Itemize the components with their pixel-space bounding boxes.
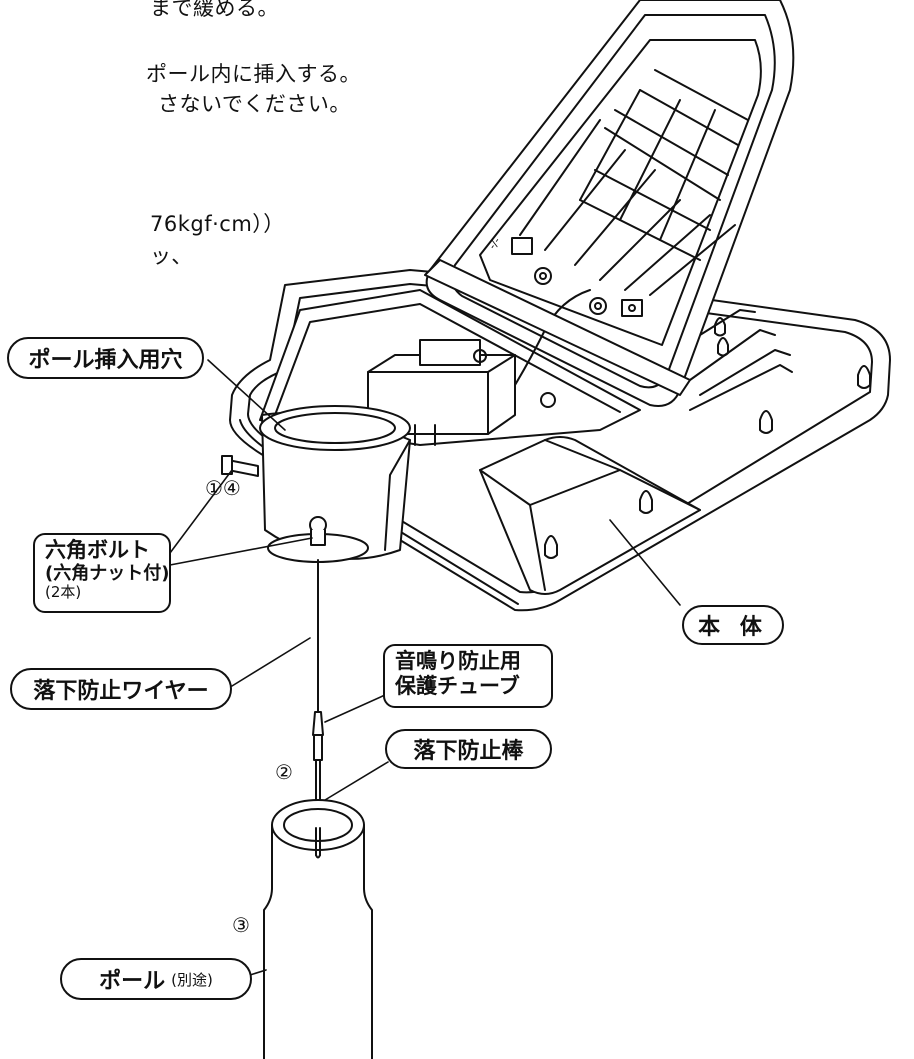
tube-line-2: 保護チューブ [395, 674, 520, 699]
pole-label-main: ポール [99, 969, 166, 994]
instruction-line-3: さないでください。 [158, 92, 351, 116]
hex-bolt-line-1: 六角ボルト [45, 538, 150, 562]
step-3-marker: ③ [232, 913, 250, 937]
hex-bolt-line-3: (2本) [45, 582, 82, 601]
pole-drawing [263, 799, 373, 1059]
instruction-line-5: ッ、 [150, 244, 193, 268]
instruction-line-1: まで緩める。 [150, 0, 279, 20]
pole-label: ポール (別途) [60, 958, 252, 1000]
step-2-marker: ② [275, 760, 293, 784]
main-body-label: 本 体 [682, 605, 784, 645]
hex-bolt-label: 六角ボルト (六角ナット付) (2本) [33, 533, 171, 613]
pole-label-sub: (別途) [171, 970, 213, 989]
hex-bolt-line-2: (六角ナット付) [45, 563, 170, 585]
instruction-line-4: 76kgf·cm）） [150, 212, 285, 236]
leader-lines [169, 359, 681, 976]
protective-tube-label: 音鳴り防止用 保護チューブ [383, 644, 553, 708]
tube-line-1: 音鳴り防止用 [395, 649, 521, 673]
antenna-panel-drawing: -/- [424, 0, 795, 407]
pole-hole-label: ポール挿入用穴 [7, 337, 204, 379]
wire-label: 落下防止ワイヤー [10, 668, 232, 710]
instruction-line-2: ポール内に挿入する。 [146, 62, 361, 86]
step-1-4-marker: ①④ [205, 476, 241, 500]
drop-prevention-rod-label: 落下防止棒 [385, 729, 552, 769]
pole-socket-drawing [221, 405, 411, 563]
